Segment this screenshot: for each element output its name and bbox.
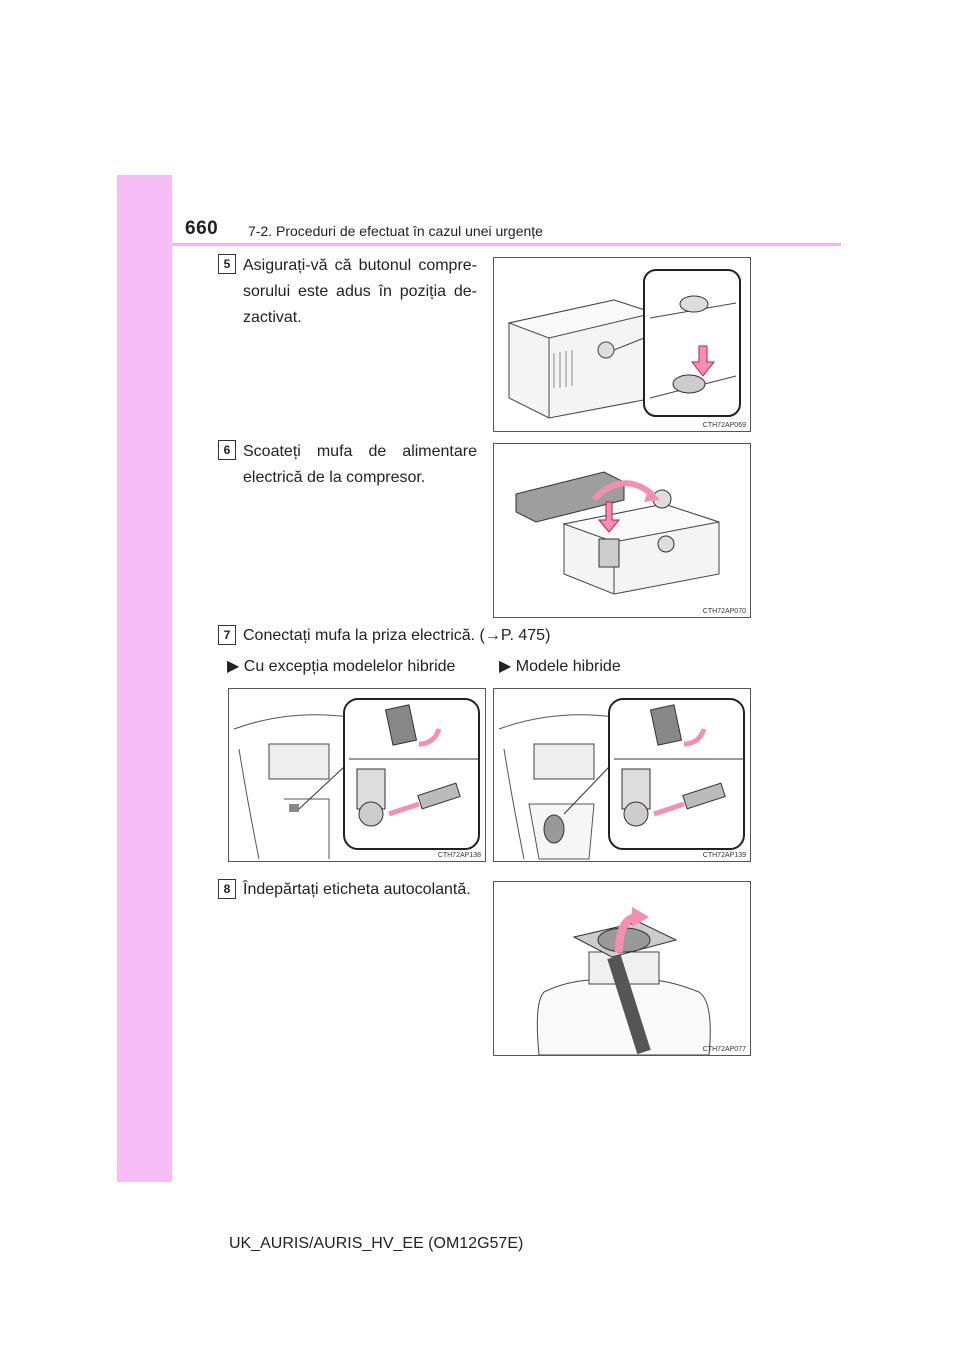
step-number-7: 7 [218,625,236,645]
figure-power-outlet-non-hybrid: CTH72AP138 [228,688,486,862]
step-number-8: 8 [218,879,236,899]
figure-compressor-switch: CTH72AP069 [493,257,751,432]
section-title: 7-2. Proceduri de efectuat în cazul unei… [248,223,543,239]
step-number-5: 5 [218,254,236,274]
header-rule [172,243,841,246]
figure-code: CTH72AP069 [702,422,746,429]
figure-power-outlet-hybrid: CTH72AP139 [493,688,751,862]
figure-code: CTH72AP139 [702,852,746,859]
variant-label-non-hybrid: ▶ Cu excepția modelelor hibride [227,658,456,675]
footer-model-code: UK_AURIS/AURIS_HV_EE (OM12G57E) [229,1235,524,1252]
figure-sealant-bottle-sticker: CTH72AP077 [493,881,751,1056]
step-6-text: Scoateți mufa de alimentare electrică de… [243,443,477,486]
triangle-bullet-icon: ▶ [499,658,512,675]
triangle-bullet-icon: ▶ [227,658,240,675]
step-7-text: Conectați mufa la priza electrică. (→P. … [243,627,551,644]
chapter-sidebar-tab [117,175,172,1182]
page-number: 660 [185,218,219,239]
step-5-text: Asigurați-vă că butonul compre-sorului e… [243,257,477,326]
step-number-6: 6 [218,440,236,460]
figure-code: CTH72AP138 [437,852,481,859]
figure-compressor-plug: CTH72AP070 [493,443,751,618]
figure-code: CTH72AP070 [702,608,746,615]
variant-label-hybrid: ▶ Modele hibride [499,658,621,675]
figure-code: CTH72AP077 [702,1046,746,1053]
step-8-text: Îndepărtați eticheta autocolantă. [243,881,471,898]
